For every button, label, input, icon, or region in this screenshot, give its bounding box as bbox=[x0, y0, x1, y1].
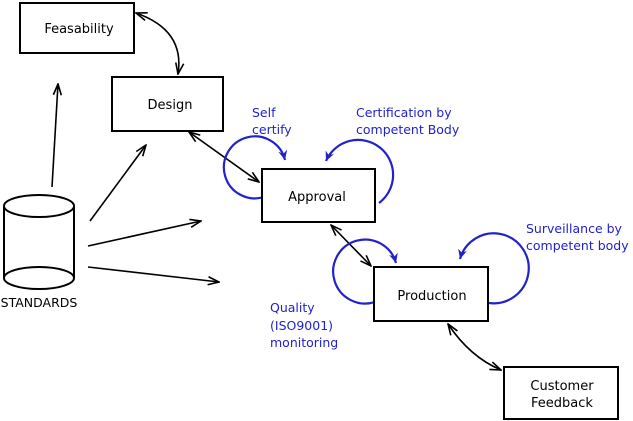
arrow-feasability-design bbox=[136, 13, 179, 74]
arrow-standards-production bbox=[87, 266, 219, 282]
svg-text:competent Body: competent Body bbox=[356, 122, 460, 137]
self-certify-label: Self certify bbox=[252, 105, 292, 137]
surveillance-label: Surveillance by competent body bbox=[526, 221, 629, 253]
quality-loop bbox=[332, 238, 398, 305]
svg-text:Certification by: Certification by bbox=[356, 105, 452, 120]
approval-node: Approval bbox=[261, 168, 376, 223]
customer-feedback-label-line1: Customer bbox=[530, 379, 594, 394]
arrow-approval-production bbox=[331, 225, 371, 266]
svg-text:Surveillance by: Surveillance by bbox=[526, 221, 623, 236]
svg-text:competent body: competent body bbox=[526, 238, 629, 253]
design-node: Design bbox=[111, 76, 224, 132]
arrow-standards-approval bbox=[87, 221, 201, 247]
svg-text:certify: certify bbox=[252, 122, 292, 137]
quality-label: Quality (ISO9001) monitoring bbox=[270, 300, 338, 350]
self-certify-loop bbox=[222, 135, 288, 200]
feasability-label: Feasability bbox=[44, 22, 114, 37]
surveillance-loop bbox=[458, 232, 530, 305]
standards-label: STANDARDS bbox=[1, 295, 78, 310]
design-label: Design bbox=[148, 98, 193, 113]
svg-text:monitoring: monitoring bbox=[270, 335, 338, 350]
approval-label: Approval bbox=[288, 190, 346, 205]
production-label: Production bbox=[397, 289, 466, 304]
arrow-standards-feasability bbox=[51, 84, 58, 188]
feasability-node: Feasability bbox=[19, 2, 135, 54]
arrow-production-feedback bbox=[448, 324, 501, 370]
standards-cylinder bbox=[3, 194, 75, 290]
customer-feedback-node: Customer Feedback bbox=[503, 366, 619, 420]
arrow-design-approval bbox=[189, 132, 259, 182]
certification-label: Certification by competent Body bbox=[356, 105, 460, 137]
certification-loop bbox=[324, 138, 395, 204]
production-node: Production bbox=[373, 266, 489, 322]
arrow-standards-design bbox=[89, 145, 146, 222]
svg-text:(ISO9001): (ISO9001) bbox=[270, 318, 333, 333]
svg-text:Self: Self bbox=[252, 105, 276, 120]
customer-feedback-label-line2: Feedback bbox=[531, 396, 593, 411]
svg-text:Quality: Quality bbox=[270, 300, 315, 315]
